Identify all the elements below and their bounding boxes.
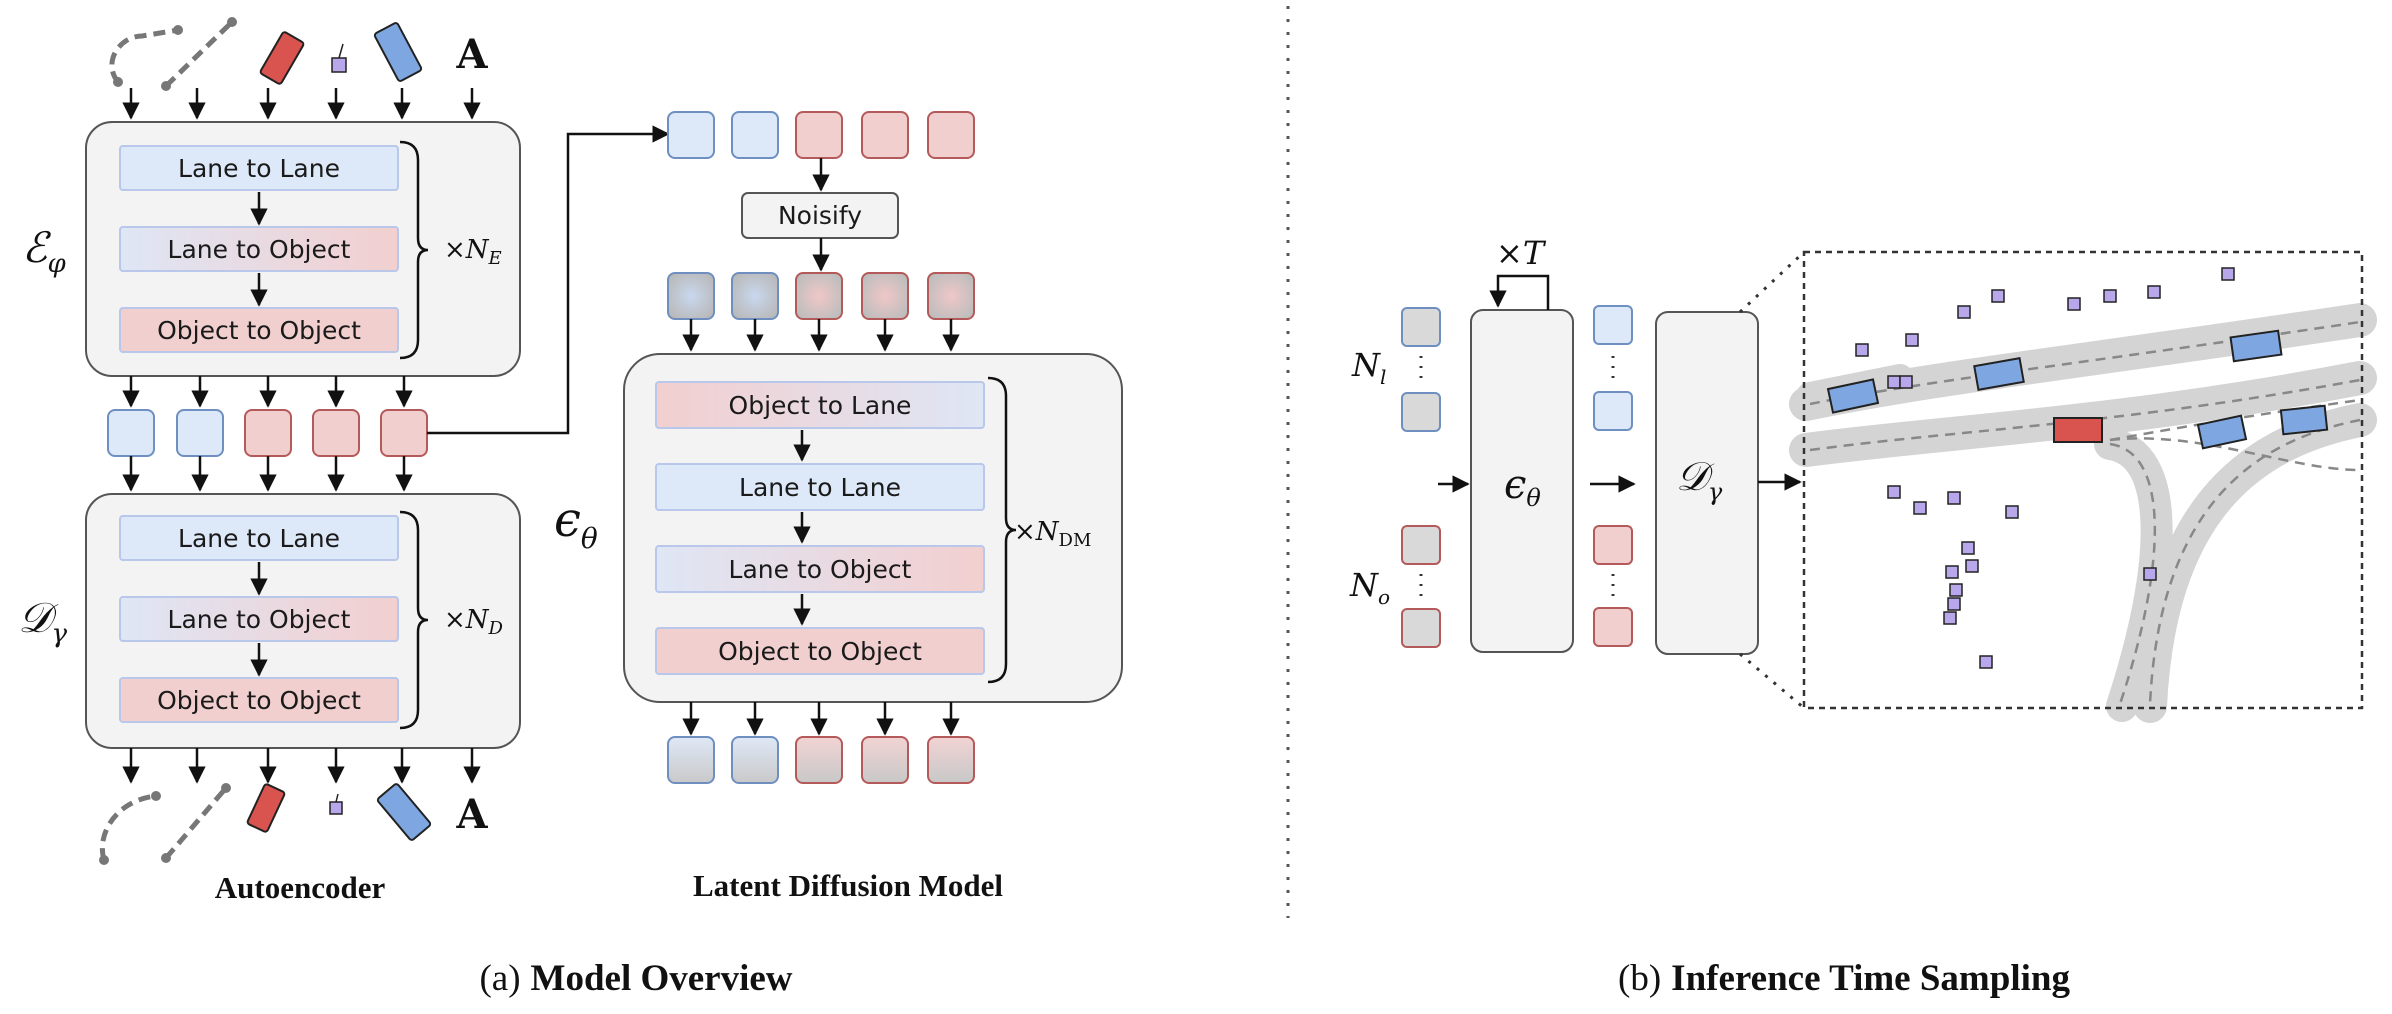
agent-symbol-top: A	[455, 31, 488, 78]
scene-view	[1789, 250, 2377, 723]
svg-text:Lane to Lane: Lane to Lane	[178, 524, 340, 553]
input-icons: A	[109, 17, 488, 91]
inference-panel: Nl No ϵθ ×T 𝒟γ	[1349, 234, 2377, 723]
svg-text:Lane to Object: Lane to Object	[729, 555, 912, 584]
encoder-symbol: ℰφ	[22, 223, 66, 279]
lane-line-icon	[164, 20, 234, 88]
enc-block-3	[119, 307, 399, 353]
blue-vehicle-icon	[373, 22, 423, 82]
noisy-latent-tokens	[667, 272, 975, 320]
autoencoder-label: Autoencoder	[215, 870, 386, 905]
agent-symbol-bottom: A	[455, 791, 488, 838]
svg-text:Lane to Lane: Lane to Lane	[739, 473, 901, 502]
encoder-module: Lane to Lane Lane to Object Object to Ob…	[85, 121, 521, 377]
latent-in-arrows	[122, 376, 413, 408]
dm-repeat: ×NDM	[1014, 517, 1091, 551]
enc-repeat: ×NE	[444, 235, 502, 269]
svg-text:Lane to Object: Lane to Object	[168, 605, 351, 634]
clean-latent-tokens	[667, 111, 975, 159]
diffusion-module: Object to Lane Lane to Lane Lane to Obje…	[623, 353, 1123, 703]
svg-text:Lane to Object: Lane to Object	[168, 235, 351, 264]
encoder-input-arrows	[122, 88, 481, 120]
latent-to-diffusion-arrow	[427, 125, 670, 435]
decoder-symbol: 𝒟γ	[18, 593, 68, 649]
svg-text:Noisify: Noisify	[778, 201, 862, 230]
latent-out-arrows	[122, 456, 413, 492]
ldm-label: Latent Diffusion Model	[693, 868, 1003, 903]
dec-repeat: ×ND	[444, 605, 504, 639]
denoised-latent-tokens	[667, 736, 975, 784]
enc-block-1	[119, 145, 399, 191]
output-icons: A	[99, 783, 488, 865]
eps-block	[1470, 309, 1574, 653]
red-vehicle-icon	[259, 31, 305, 85]
pedestrian-icon	[331, 43, 347, 73]
latent-tokens	[107, 409, 428, 457]
no-label: No	[1349, 566, 1390, 609]
enc-brace	[399, 140, 429, 360]
diffusion-symbol: ϵθ	[554, 492, 598, 555]
svg-text:Lane to Lane: Lane to Lane	[178, 154, 340, 183]
svg-text:ϵθ: ϵθ	[1504, 462, 1541, 512]
dm-brace	[987, 376, 1017, 684]
decoder-output-arrows	[122, 748, 481, 784]
decoder-module: Lane to Lane Lane to Object Object to Ob…	[85, 493, 521, 749]
dec-brace	[399, 510, 429, 730]
caption-a: (a)Model Overview	[479, 958, 792, 999]
svg-text:Object to Object: Object to Object	[157, 686, 361, 715]
times-T: ×T	[1496, 234, 1547, 272]
nl-label: Nl	[1351, 346, 1386, 389]
enc-block-2	[119, 226, 399, 272]
svg-text:Object to Object: Object to Object	[157, 316, 361, 345]
lane-polyline-icon	[109, 27, 179, 84]
caption-b: (b)Inference Time Sampling	[1618, 958, 2070, 999]
svg-text:Object to Object: Object to Object	[718, 637, 922, 666]
svg-text:Object to Lane: Object to Lane	[729, 391, 912, 420]
